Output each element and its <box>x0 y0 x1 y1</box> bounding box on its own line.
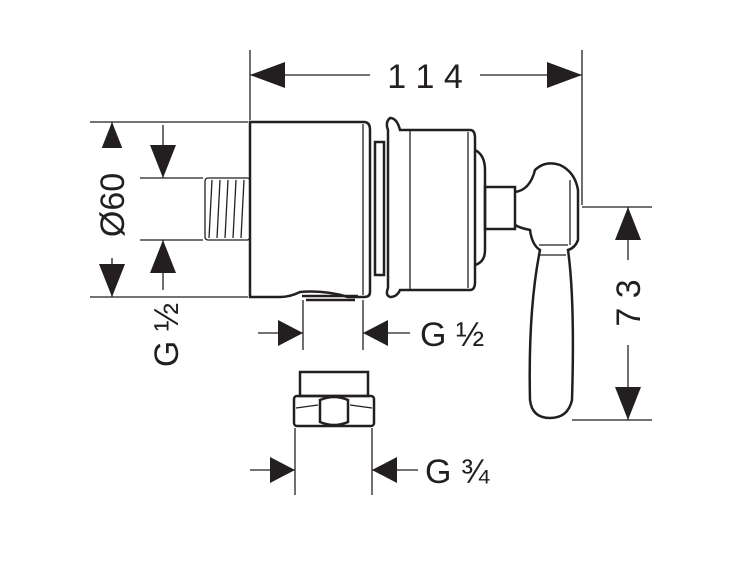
dimension-label-adapter-thread: G ¾ <box>425 453 490 491</box>
dimension-inlet-thread: G ½ <box>140 125 203 367</box>
dimension-label-diameter: Ø60 <box>94 173 132 237</box>
dimension-label-73: 7 3 <box>610 279 648 326</box>
adapter-fitting <box>292 370 376 428</box>
dimension-label-114: 1 1 4 <box>387 58 463 96</box>
dimension-label-inlet-thread: G ½ <box>148 303 186 367</box>
dimension-handle-height: 7 3 <box>572 206 652 421</box>
dimension-outlet-thread: G ½ <box>258 300 484 354</box>
dimension-overall-length: 1 1 4 <box>249 50 583 205</box>
dimension-adapter-thread: G ¾ <box>250 428 490 495</box>
dimension-diameter: Ø60 <box>90 121 248 298</box>
valve-body <box>204 116 580 420</box>
dimension-label-outlet-thread: G ½ <box>420 316 484 354</box>
